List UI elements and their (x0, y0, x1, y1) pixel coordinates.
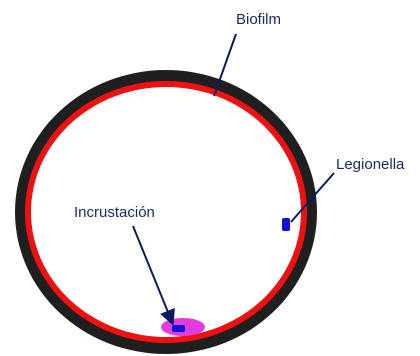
incrustation-legionella-marker (172, 325, 185, 332)
pipe-interior (31, 87, 301, 337)
biofilm-label: Biofilm (236, 11, 281, 28)
legionella-marker (282, 218, 290, 231)
legionella-label: Legionella (336, 156, 405, 173)
incrustacion-label: Incrustación (74, 204, 155, 221)
